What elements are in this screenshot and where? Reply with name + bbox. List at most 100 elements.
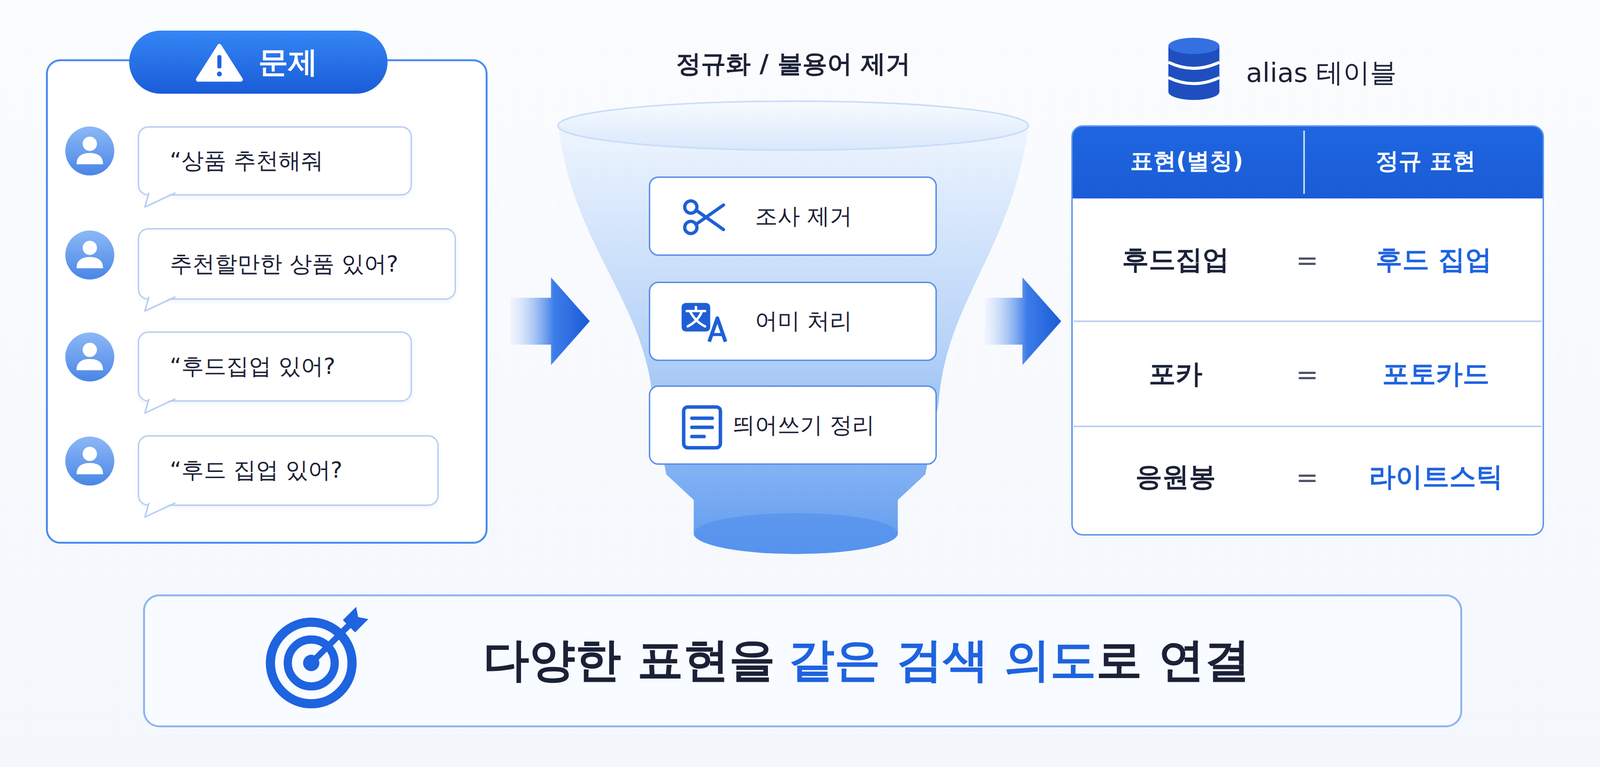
node-text: 어미 처리 <box>755 306 853 337</box>
decoration-path <box>343 607 369 633</box>
decoration-circle <box>82 446 98 462</box>
decoration-line <box>695 205 724 225</box>
block-arrow <box>510 277 590 366</box>
speech-bubble: “후드집업 있어? <box>137 331 413 402</box>
process-box: 조사 제거 <box>648 176 937 256</box>
decoration-ellipse <box>1168 83 1220 100</box>
table-cell: 포토카드 <box>1382 356 1490 393</box>
decoration-circle <box>684 221 698 234</box>
decoration-circle <box>270 622 353 705</box>
decoration-path <box>1168 62 1220 69</box>
node-text: 다양한 표현을 <box>483 630 775 693</box>
node-text: 문제 <box>129 30 388 94</box>
table-cell: 포카 <box>1148 356 1203 393</box>
problem-panel: 문제“상품 추천해줘추천할만한 상품 있어?“후드집업 있어?“후드 집업 있어… <box>45 59 488 545</box>
table-cell: = <box>1295 244 1319 276</box>
process-box: 어미 처리 <box>648 281 937 362</box>
table-cell: 후드 집업 <box>1375 242 1493 279</box>
decoration-circle <box>65 230 114 280</box>
node-text: “후드 집업 있어? <box>169 455 343 486</box>
table-cell: = <box>1295 358 1319 390</box>
decoration-path <box>76 463 103 475</box>
table-cell: 라이트스틱 <box>1368 459 1503 496</box>
block-arrow <box>984 277 1062 366</box>
speech-bubble: “후드 집업 있어? <box>137 435 439 506</box>
decoration-line <box>691 434 705 439</box>
funnel-body <box>558 125 1029 555</box>
decoration-ellipse <box>1168 37 1220 55</box>
decoration-polyline <box>144 399 176 414</box>
decoration-polygon <box>144 191 176 208</box>
database-icon <box>1168 37 1220 100</box>
funnel-bottom <box>693 513 899 555</box>
decoration-line <box>712 333 723 336</box>
decoration-line <box>691 425 713 430</box>
decoration-line <box>695 210 724 230</box>
decoration-line <box>1303 130 1305 194</box>
target-icon <box>270 607 369 705</box>
goal-banner: 다양한 표현을같은 검색 의도로 연결 <box>143 594 1463 728</box>
decoration-path <box>686 307 705 327</box>
decoration-path <box>1168 77 1220 84</box>
decoration-polygon <box>144 501 176 518</box>
decoration-path <box>76 257 103 269</box>
decoration-g <box>144 501 176 518</box>
decoration-g <box>65 436 114 486</box>
decoration-line <box>1073 425 1543 428</box>
table-cell: 표현(별칭) <box>1130 145 1244 177</box>
document-icon <box>683 407 721 448</box>
node-text: 로 연결 <box>1096 630 1250 693</box>
decoration-path <box>198 45 242 80</box>
decoration-polyline <box>144 192 176 208</box>
decoration-line <box>691 416 713 421</box>
decoration-path <box>76 153 103 165</box>
decoration-rect <box>681 302 711 332</box>
decoration-polygon <box>144 397 176 414</box>
funnel-rim <box>558 100 1029 150</box>
table-grid <box>1073 130 1543 427</box>
node-text: 띄어쓰기 정리 <box>732 410 875 441</box>
warning-icon <box>198 45 242 80</box>
scissors-icon <box>684 200 724 234</box>
decoration-path <box>709 318 726 342</box>
decoration-g <box>144 295 176 312</box>
process-box: 띄어쓰기 정리 <box>648 385 937 466</box>
decoration-circle <box>684 200 698 214</box>
decoration-circle <box>287 639 335 687</box>
decoration-rect <box>1168 45 1220 92</box>
node-text: alias 테이블 <box>1245 55 1397 92</box>
decoration-path <box>76 359 103 371</box>
speech-bubble: “상품 추천해줘 <box>137 126 413 196</box>
decoration-rect <box>683 407 721 448</box>
decoration-polygon <box>144 295 176 312</box>
decoration-circle <box>65 126 114 176</box>
node-text: 정규화 / 불용어 제거 <box>536 47 1050 81</box>
decoration-circle <box>65 436 114 486</box>
decoration-circle <box>216 71 222 77</box>
speech-bubble: 추천할만한 상품 있어? <box>137 228 456 300</box>
translate-icon <box>681 302 726 342</box>
table-cell: 응원봉 <box>1135 459 1216 496</box>
table-cell: 정규 표현 <box>1375 145 1476 177</box>
funnel-shape: 정규화 / 불용어 제거조사 제거어미 처리띄어쓰기 정리 <box>555 97 1031 557</box>
decoration-g <box>65 230 114 280</box>
node-text: “상품 추천해줘 <box>169 145 324 177</box>
node-text: 추천할만한 상품 있어? <box>169 249 399 280</box>
decoration-line <box>312 624 351 663</box>
decoration-g <box>65 126 114 176</box>
user-avatar <box>65 126 114 486</box>
decoration-g <box>144 191 176 208</box>
bubble-tail <box>144 191 176 518</box>
decoration-g <box>144 397 176 414</box>
decoration-line <box>1073 320 1543 323</box>
node-text: 같은 검색 의도 <box>788 630 1097 693</box>
table-cell: = <box>1295 462 1319 494</box>
node-text: “후드집업 있어? <box>169 351 336 382</box>
decoration-rect <box>217 55 222 69</box>
decoration-circle <box>82 343 98 358</box>
decoration-circle <box>65 332 114 382</box>
decoration-polyline <box>144 297 176 312</box>
